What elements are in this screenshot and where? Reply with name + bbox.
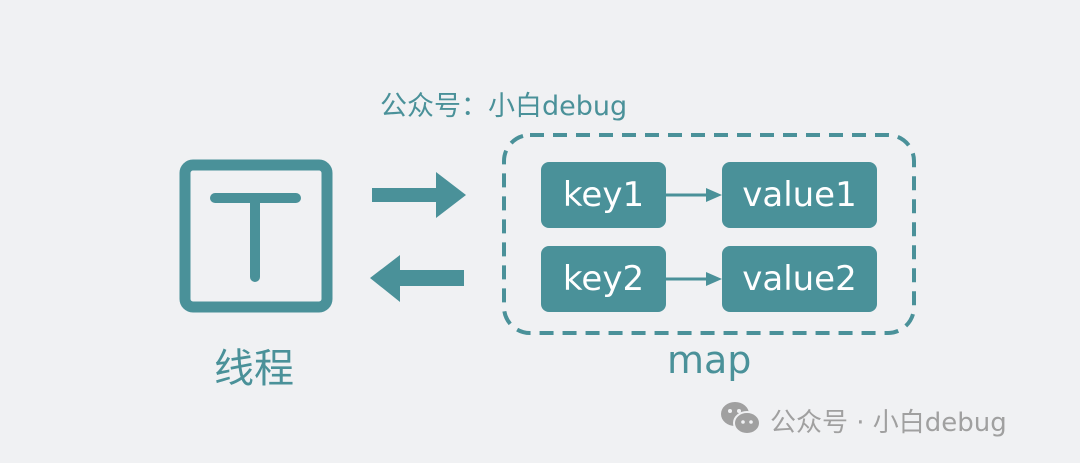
watermark-text: 公众号 · 小白debug xyxy=(770,408,1007,438)
left-arrow-icon xyxy=(370,255,464,302)
key1-to-value1-arrow xyxy=(666,188,722,202)
map-label: map xyxy=(667,338,752,382)
key2-to-value2-arrow xyxy=(666,272,722,286)
thread-icon xyxy=(179,159,333,313)
header-label: 公众号：小白debug xyxy=(380,91,628,122)
map-key-2: key2 xyxy=(541,246,666,312)
map-dashed-border xyxy=(502,133,916,335)
map-value-2: value2 xyxy=(722,246,877,312)
thread-label: 线程 xyxy=(214,346,294,392)
wechat-icon xyxy=(721,402,761,435)
right-arrow-icon xyxy=(372,172,466,218)
map-key-1: key1 xyxy=(541,162,666,228)
map-value-1: value1 xyxy=(722,162,877,228)
